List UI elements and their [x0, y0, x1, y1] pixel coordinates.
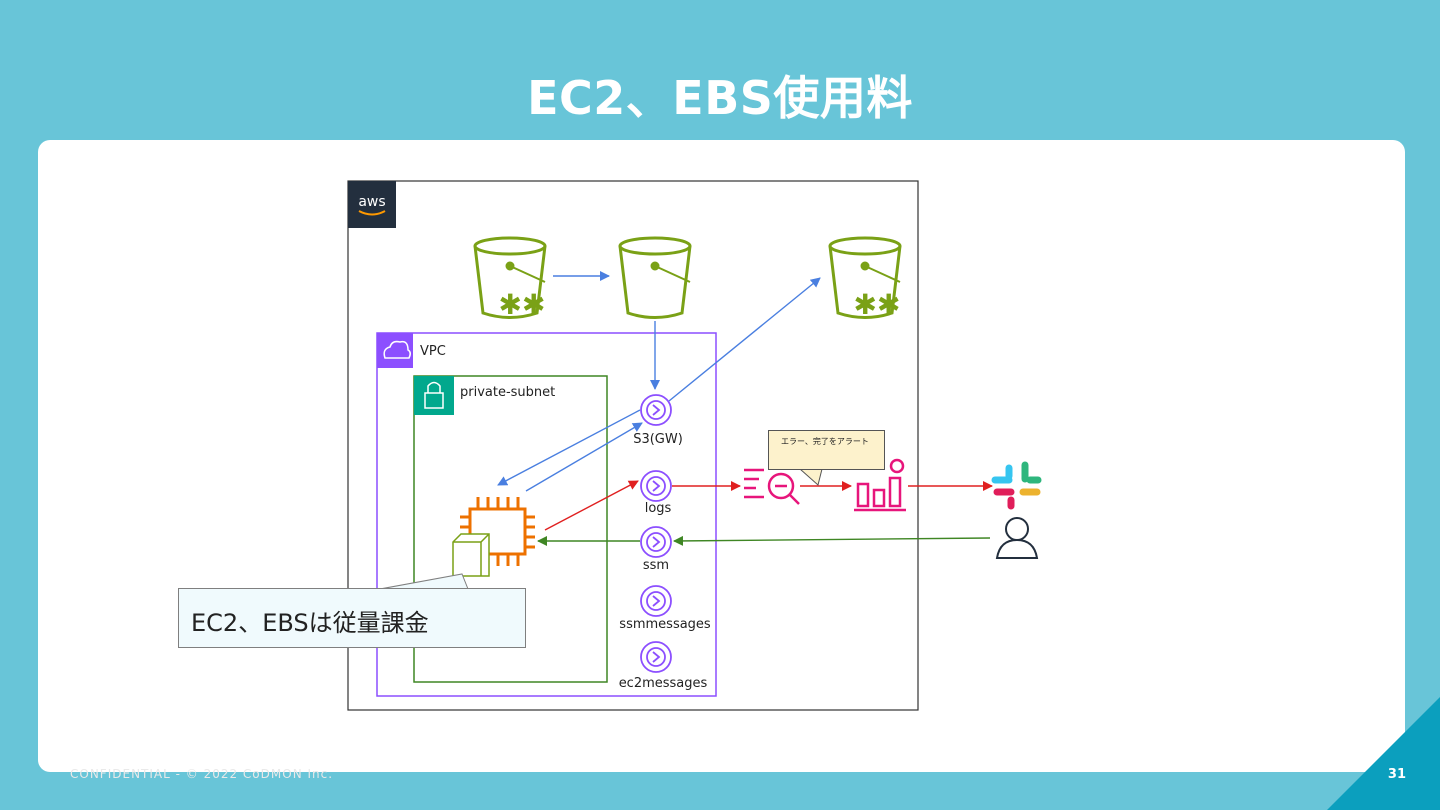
page-number: 31: [1387, 767, 1406, 782]
vpc-label: VPC: [420, 344, 446, 359]
s3-glacier-bucket-icon: ✱✱: [473, 236, 547, 321]
log-insights-icon: [744, 468, 800, 505]
subnet-label: private-subnet: [460, 385, 555, 400]
private-subnet-boundary: [413, 375, 608, 683]
endpoint-label-ec2messages: ec2messages: [619, 676, 708, 691]
s3-archive-bucket-icon: ✱✱: [828, 236, 902, 321]
arrow-ec2-to-endpoint: [525, 422, 643, 492]
vpc-cloud-icon: [377, 333, 413, 368]
endpoint-label-ssm: ssm: [643, 558, 669, 573]
content-card: [38, 140, 1405, 772]
aws-cloud-boundary: [347, 180, 919, 711]
svg-text:✱✱: ✱✱: [499, 288, 546, 321]
confidential-footer: CONFIDENTIAL - © 2022 CoDMON Inc.: [70, 767, 334, 781]
corner-decoration: [1327, 697, 1440, 810]
endpoint-icon: [640, 470, 672, 502]
endpoint-icon: [640, 585, 672, 617]
user-icon: [995, 517, 1039, 559]
aws-logo: aws: [348, 181, 396, 228]
lock-icon: [414, 376, 454, 415]
vpc-boundary: [376, 332, 717, 697]
s3-bucket-icon: [618, 236, 692, 319]
arrow-ec2-to-logs: [544, 480, 639, 531]
alert-note: エラー、完了をアラート: [768, 430, 885, 470]
alert-note-tail: [799, 468, 823, 486]
cost-callout: EC2、EBSは従量課金: [178, 588, 526, 648]
endpoint-icon: [640, 394, 672, 426]
svg-text:aws: aws: [358, 194, 385, 210]
slack-icon: [991, 461, 1042, 510]
arrow-user-to-ssm: [673, 535, 991, 546]
endpoint-label-logs: logs: [645, 501, 672, 516]
endpoint-label-s3: S3(GW): [633, 432, 683, 447]
slide-title: EC2、EBS使用料: [527, 71, 913, 125]
endpoint-icon: [640, 641, 672, 673]
alarm-icon: [854, 458, 906, 512]
svg-text:✱✱: ✱✱: [854, 288, 901, 321]
endpoint-label-ssmmessages: ssmmessages: [619, 617, 711, 632]
endpoint-icon: [640, 526, 672, 558]
arrow-endpoint-to-archive: [668, 277, 821, 402]
arrow-endpoint-to-ec2: [497, 409, 641, 486]
callout-tail: [379, 573, 469, 590]
ebs-volume-icon: [452, 533, 490, 577]
